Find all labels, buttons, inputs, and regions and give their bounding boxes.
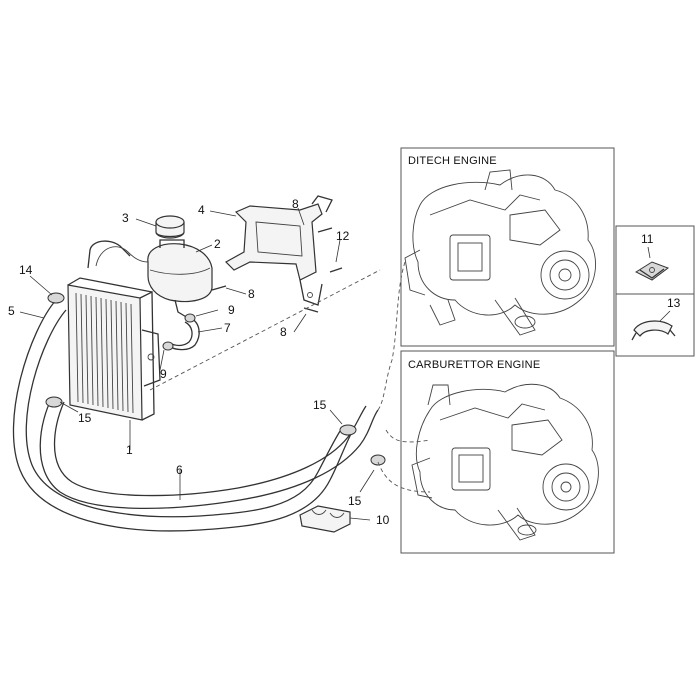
callout-15b: 15	[313, 398, 327, 412]
ditech-engine-title: DITECH ENGINE	[408, 155, 497, 167]
callout-2: 2	[214, 237, 221, 251]
callout-12: 12	[336, 229, 350, 243]
hose-clamp-9b	[162, 341, 174, 351]
callout-8b: 8	[248, 287, 255, 301]
ditech-engine-frame	[400, 147, 615, 347]
callout-15a: 15	[78, 411, 92, 425]
hose-clamp-15b	[339, 424, 357, 436]
callout-9b: 9	[160, 367, 167, 381]
callout-1: 1	[126, 443, 133, 457]
inset-box-11	[615, 225, 695, 295]
hose-clip-part	[631, 320, 676, 341]
bleed-hose-7-part	[167, 317, 200, 351]
overflow-pipe-part	[95, 246, 149, 267]
callout-7: 7	[224, 321, 231, 335]
callout-9a: 9	[228, 303, 235, 317]
radiator-part	[67, 240, 161, 421]
carburettor-engine-drawing	[411, 383, 599, 541]
callout-15c: 15	[348, 494, 362, 508]
radiator-hose-5-part	[12, 299, 353, 532]
connection-lines	[149, 261, 431, 493]
small-parts-inset: 11 13	[615, 225, 695, 357]
screws	[211, 227, 343, 313]
screw-8c	[317, 227, 333, 233]
callout-13: 13	[667, 296, 681, 310]
callout-8c: 8	[280, 325, 287, 339]
callout-6: 6	[176, 463, 183, 477]
callout-3: 3	[122, 211, 129, 225]
spring-nut-clip-part	[634, 261, 670, 281]
hose-clamp-15a	[45, 396, 63, 408]
hose-clamp-14	[47, 292, 65, 304]
callout-8a: 8	[292, 197, 299, 211]
carburettor-engine-title: CARBURETTOR ENGINE	[408, 359, 540, 371]
expansion-tank-part	[147, 239, 213, 319]
leader-lines	[19, 207, 375, 521]
callout-14: 14	[19, 263, 33, 277]
callout-4: 4	[198, 203, 205, 217]
carburettor-engine-panel: CARBURETTOR ENGINE	[400, 350, 615, 554]
ditech-engine-panel: DITECH ENGINE	[400, 147, 615, 347]
radiator-core-fins	[75, 292, 134, 414]
callout-11: 11	[641, 232, 654, 246]
callout-labels: 14 5 15 1 6 3 2 4 8 12 8 9 7 9 8 15 15 1…	[8, 197, 390, 527]
callout-10: 10	[376, 513, 390, 527]
screw-8a	[211, 285, 227, 291]
radiator-hose-6-part	[39, 397, 379, 510]
hose-holder-10-part	[299, 505, 351, 533]
ditech-engine-drawing	[404, 169, 596, 336]
callout-5: 5	[8, 304, 15, 318]
hose-clamp-15c	[370, 454, 386, 466]
screw-12	[329, 267, 343, 273]
mounting-bracket-part	[225, 195, 333, 306]
hose-clamps	[45, 292, 386, 466]
hose-clamp-9a	[184, 313, 196, 323]
tank-cap-part	[155, 215, 185, 239]
